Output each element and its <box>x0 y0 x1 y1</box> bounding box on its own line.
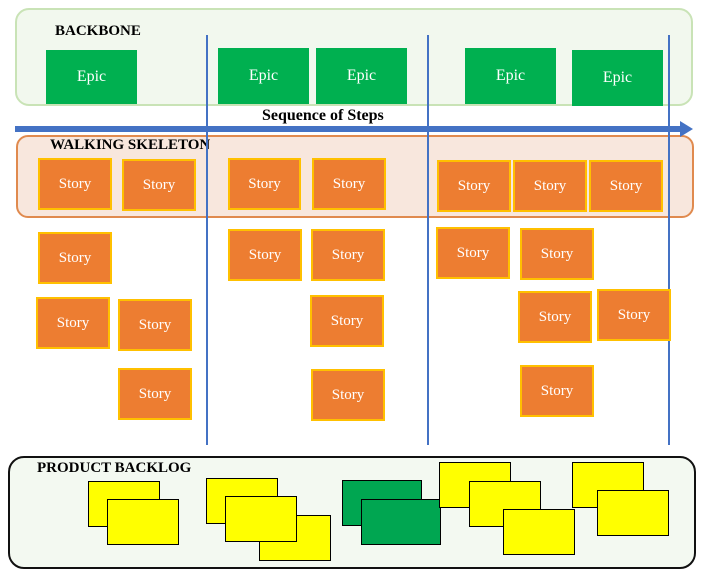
sequence-arrow-line <box>15 126 682 132</box>
story-card: Story <box>437 160 511 212</box>
story-card: Story <box>312 158 386 210</box>
backlog-item-card <box>361 499 441 545</box>
sequence-of-steps-label: Sequence of Steps <box>262 107 384 124</box>
story-card: Story <box>311 369 385 421</box>
column-divider <box>427 35 429 445</box>
story-card: Story <box>436 227 510 279</box>
story-card: Story <box>520 365 594 417</box>
product-backlog-label: PRODUCT BACKLOG <box>37 460 192 476</box>
sequence-arrow-head <box>680 121 693 137</box>
story-card: Story <box>311 229 385 281</box>
story-card: Story <box>38 232 112 284</box>
story-card: Story <box>520 228 594 280</box>
story-card: Story <box>122 159 196 211</box>
story-card: Story <box>36 297 110 349</box>
story-card: Story <box>589 160 663 212</box>
column-divider <box>206 35 208 445</box>
story-card: Story <box>38 158 112 210</box>
story-card: Story <box>513 160 587 212</box>
story-card: Story <box>518 291 592 343</box>
backlog-item-card <box>107 499 179 545</box>
epic-card: Epic <box>316 48 407 104</box>
column-divider <box>668 35 670 445</box>
story-card: Story <box>310 295 384 347</box>
story-card: Story <box>228 158 301 210</box>
epic-card: Epic <box>218 48 309 104</box>
backlog-item-card <box>503 509 575 555</box>
walking-skeleton-label: WALKING SKELETON <box>50 137 211 153</box>
backlog-item-card <box>597 490 669 536</box>
epic-card: Epic <box>572 50 663 106</box>
backlog-item-card <box>225 496 297 542</box>
epic-card: Epic <box>465 48 556 104</box>
story-card: Story <box>597 289 671 341</box>
backbone-label: BACKBONE <box>55 23 141 39</box>
story-card: Story <box>118 368 192 420</box>
epic-card: Epic <box>46 50 137 104</box>
story-card: Story <box>118 299 192 351</box>
story-card: Story <box>228 229 302 281</box>
